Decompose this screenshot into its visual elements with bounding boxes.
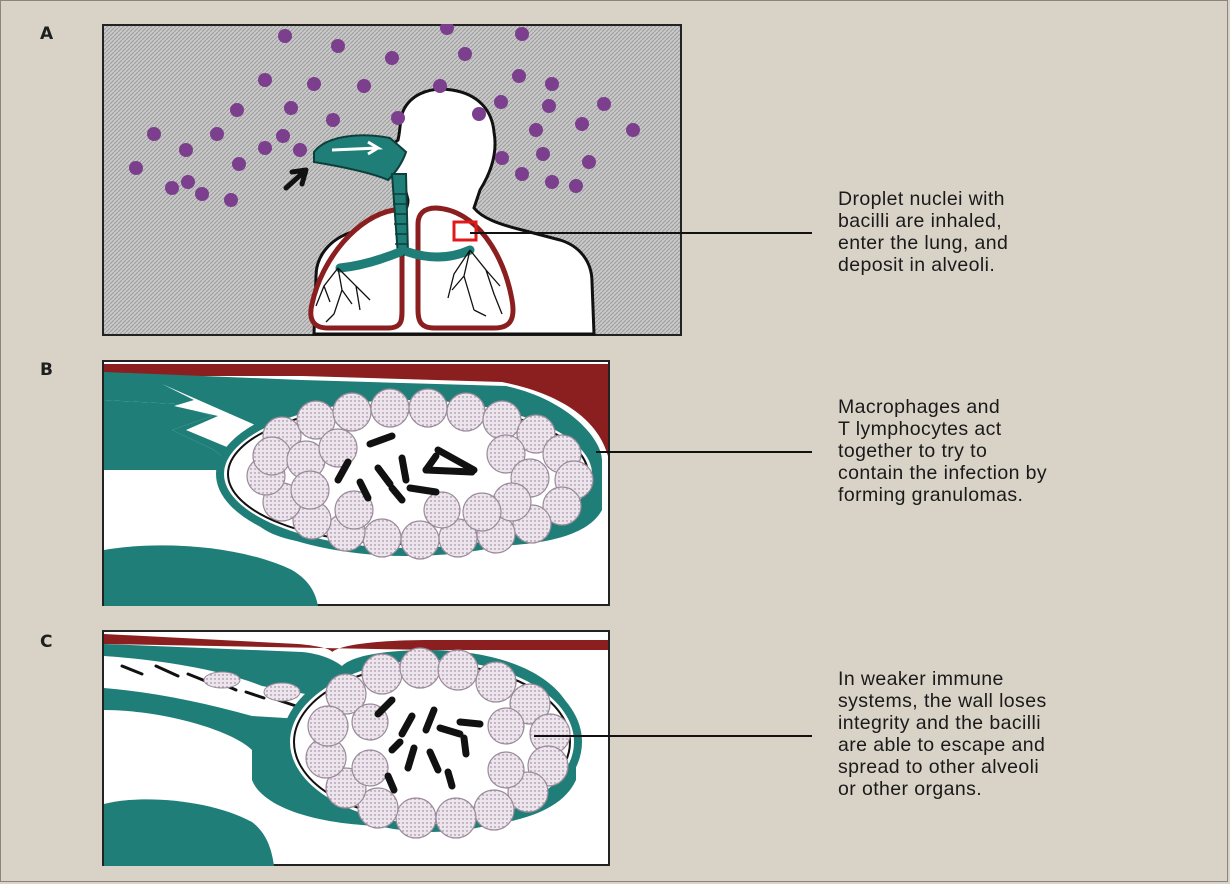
panel-c-letter: C — [40, 632, 52, 652]
panel-c-illustration — [102, 630, 610, 866]
panel-a-illustration — [102, 24, 682, 336]
panel-b-illustration — [102, 360, 610, 606]
caption-a: Droplet nuclei with bacilli are inhaled,… — [838, 188, 1008, 276]
caption-c: In weaker immune systems, the wall loses… — [838, 668, 1047, 800]
leader-line-b — [596, 451, 812, 453]
leader-line-c — [534, 735, 812, 737]
caption-b: Macrophages and T lymphocytes act togeth… — [838, 396, 1047, 506]
panel-b-letter: B — [40, 360, 53, 380]
leader-line-a — [470, 232, 812, 234]
panel-a-letter: A — [40, 24, 53, 44]
